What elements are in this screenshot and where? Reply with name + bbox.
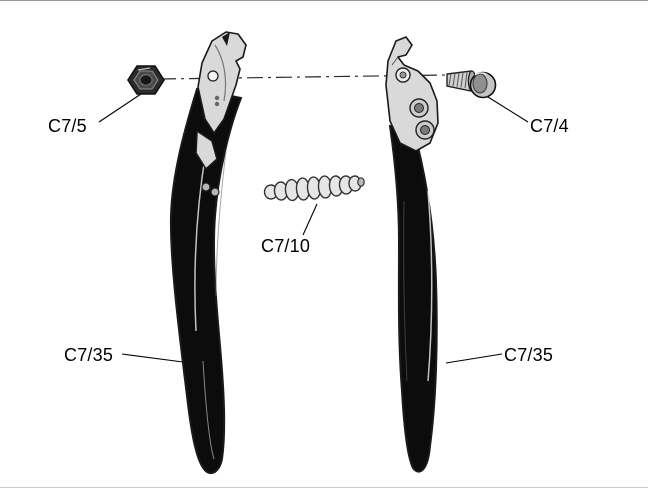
spring-drawing bbox=[263, 175, 365, 202]
pivot-bolt-drawing bbox=[446, 70, 497, 99]
hex-nut-drawing bbox=[127, 65, 165, 95]
leader-spring bbox=[302, 203, 318, 236]
leader-lines bbox=[98, 93, 529, 364]
label-left-handle: C7/35 bbox=[64, 345, 114, 365]
leader-bolt bbox=[487, 96, 529, 123]
leader-left-handle bbox=[121, 353, 184, 363]
left-blade-head bbox=[197, 31, 247, 134]
label-hex-nut: C7/5 bbox=[48, 116, 87, 136]
left-handle-drawing bbox=[169, 31, 247, 475]
right-handle-drawing bbox=[385, 36, 439, 473]
label-spring: C7/10 bbox=[261, 236, 311, 256]
leader-nut bbox=[98, 93, 142, 123]
leader-right-handle bbox=[445, 353, 503, 364]
label-pivot-bolt: C7/4 bbox=[530, 116, 569, 136]
label-right-handle: C7/35 bbox=[504, 345, 554, 365]
left-pivot-hole bbox=[207, 70, 219, 82]
